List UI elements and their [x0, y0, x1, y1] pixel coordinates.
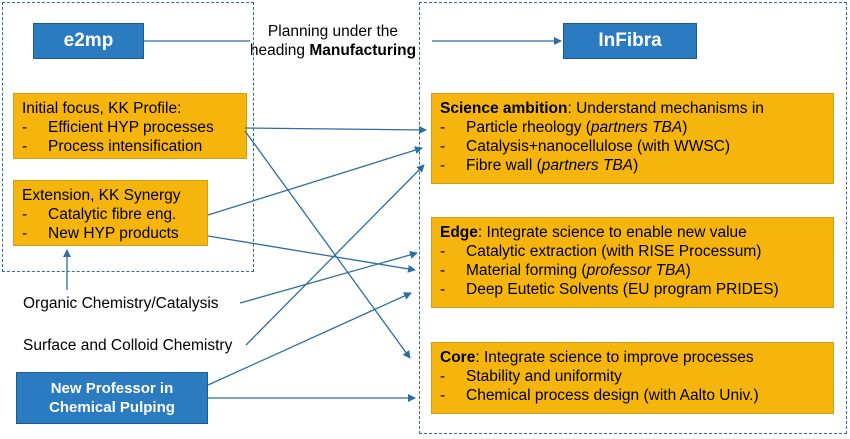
core-box: Core: Integrate science to improve proce…: [431, 342, 834, 414]
edge-box: Edge: Integrate science to enable new va…: [431, 217, 834, 308]
list-item: -New HYP products: [22, 225, 179, 242]
list-item: -Fibre wall (partners TBA): [440, 157, 639, 174]
list-item: -Particle rheology (partners TBA): [440, 119, 688, 136]
extension-heading: Extension, KK Synergy: [22, 187, 181, 204]
arrow-catalytic-to-science: [207, 146, 423, 216]
infibra-frame: [419, 2, 847, 434]
list-item: -Efficient HYP processes: [22, 119, 214, 136]
planning-caption: Planning under the heading Manufacturing: [240, 22, 426, 60]
list-item: -Process intensification: [22, 138, 203, 155]
list-item: -Catalysis+nanocellulose (with WWSC): [440, 138, 731, 155]
arrow-efficient-to-science: [244, 125, 427, 134]
arrow-newhyp-to-edge: [207, 235, 416, 273]
arrow-newprof-to-edge: [207, 292, 412, 386]
edge-heading: Edge: Integrate science to enable new va…: [440, 224, 747, 241]
planning-bold: Manufacturing: [309, 42, 417, 59]
science-ambition-box: Science ambition: Understand mechanisms …: [431, 93, 834, 184]
extension-box: Extension, KK Synergy -Catalytic fibre e…: [13, 180, 208, 246]
list-item: -Chemical process design (with Aalto Uni…: [440, 387, 759, 404]
initial-focus-heading: Initial focus, KK Profile:: [22, 100, 182, 117]
list-item: -Stability and uniformity: [440, 368, 622, 385]
arrow-surface-to-science: [245, 164, 425, 346]
list-item: -Catalytic fibre eng.: [22, 206, 177, 223]
e2mp-label: e2mp: [33, 23, 144, 59]
planning-line2: heading Manufacturing: [249, 42, 417, 59]
list-item: -Deep Eutetic Solvents (EU program PRIDE…: [440, 281, 779, 298]
surface-colloid-label: Surface and Colloid Chemistry: [23, 337, 233, 354]
infibra-label: InFibra: [563, 23, 697, 59]
initial-focus-box: Initial focus, KK Profile: -Efficient HY…: [13, 93, 247, 159]
arrow-efficient-to-core: [244, 130, 411, 359]
e2mp-frame: [2, 2, 254, 272]
core-heading: Core: Integrate science to improve proce…: [440, 349, 754, 366]
planning-line1: Planning under the: [267, 23, 399, 40]
list-item: -Catalytic extraction (with RISE Process…: [440, 243, 762, 260]
arrow-organic-to-edge: [239, 251, 418, 304]
list-item: -Material forming (professor TBA): [440, 262, 691, 279]
new-professor-box: New Professor in Chemical Pulping: [16, 372, 208, 424]
organic-chemistry-label: Organic Chemistry/Catalysis: [23, 295, 219, 312]
science-heading: Science ambition: Understand mechanisms …: [440, 100, 764, 117]
